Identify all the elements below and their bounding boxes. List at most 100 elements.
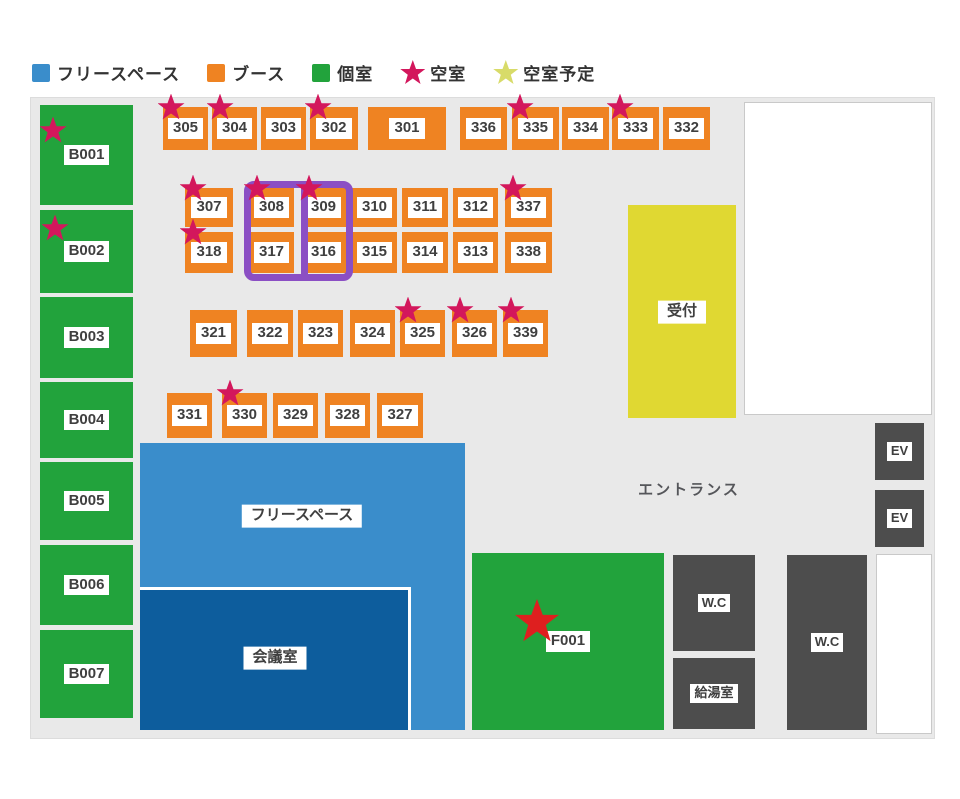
- room-label-305: 305: [167, 118, 204, 139]
- legend-label: 空室: [430, 65, 467, 84]
- room-315: 315: [352, 232, 397, 273]
- facility-label-ev-2: EV: [886, 509, 913, 528]
- room-label-B004: B004: [63, 409, 110, 431]
- legend-item-1: ブース: [207, 60, 285, 85]
- room-label-307: 307: [191, 197, 227, 218]
- room-label-335: 335: [517, 118, 554, 139]
- room-label-314: 314: [407, 242, 443, 263]
- room-307: 307: [185, 188, 233, 227]
- room-label-329: 329: [277, 405, 314, 426]
- room-label-315: 315: [356, 242, 393, 263]
- room-339: 339: [503, 310, 548, 357]
- room-label-B001: B001: [63, 144, 110, 166]
- room-label-322: 322: [252, 323, 288, 344]
- room-305: 305: [163, 107, 208, 150]
- room-label-312: 312: [457, 197, 494, 218]
- room-B007: B007: [40, 630, 133, 718]
- area-label-reception: 受付: [657, 300, 707, 324]
- room-304: 304: [212, 107, 257, 150]
- facility-label-wc-1: W.C: [697, 593, 731, 613]
- room-331: 331: [167, 393, 212, 438]
- facility-label-ev-1: EV: [886, 442, 913, 461]
- room-312: 312: [453, 188, 498, 227]
- color-swatch-icon: [312, 63, 331, 82]
- legend-label: 個室: [337, 65, 374, 84]
- floor-notch-0: [744, 102, 932, 415]
- room-337: 337: [505, 188, 552, 227]
- room-324: 324: [350, 310, 395, 357]
- legend-item-2: 個室: [312, 60, 373, 85]
- highlight-divider: [301, 188, 308, 274]
- room-label-321: 321: [195, 323, 232, 344]
- room-322: 322: [247, 310, 293, 357]
- room-label-327: 327: [382, 405, 418, 426]
- room-label-311: 311: [407, 197, 443, 218]
- room-label-B007: B007: [63, 663, 110, 685]
- room-321: 321: [190, 310, 237, 357]
- room-302: 302: [310, 107, 358, 150]
- legend-label: フリースペース: [57, 65, 181, 84]
- room-label-302: 302: [316, 118, 352, 139]
- room-label-325: 325: [404, 323, 441, 344]
- room-B006: B006: [40, 545, 133, 625]
- room-316: 316: [301, 232, 346, 273]
- room-335: 335: [512, 107, 559, 150]
- room-B004: B004: [40, 382, 133, 458]
- room-label-330: 330: [226, 405, 263, 426]
- room-label-328: 328: [329, 405, 366, 426]
- room-label-318: 318: [191, 242, 227, 263]
- facility-wc-2: W.C: [787, 555, 867, 730]
- room-label-303: 303: [265, 118, 302, 139]
- legend-item-3: 空室: [400, 60, 466, 85]
- legend-item-4: 空室予定: [493, 60, 595, 85]
- room-318: 318: [185, 232, 233, 273]
- facility-ev-1: EV: [875, 423, 924, 480]
- room-328: 328: [325, 393, 370, 438]
- room-label-332: 332: [668, 118, 705, 139]
- room-330: 330: [222, 393, 267, 438]
- facility-ev-2: EV: [875, 490, 924, 547]
- star-icon: [493, 60, 519, 84]
- room-326: 326: [452, 310, 497, 357]
- room-313: 313: [453, 232, 498, 273]
- room-label-317: 317: [253, 242, 290, 263]
- color-swatch-icon: [32, 63, 50, 82]
- room-label-313: 313: [457, 242, 494, 263]
- room-311: 311: [402, 188, 448, 227]
- room-label-B006: B006: [63, 574, 110, 596]
- room-317: 317: [249, 232, 294, 273]
- room-label-B003: B003: [63, 327, 110, 348]
- room-327: 327: [377, 393, 423, 438]
- star-icon: [400, 60, 426, 84]
- room-label-326: 326: [456, 323, 493, 344]
- room-F001: F001: [472, 553, 664, 730]
- room-label-308: 308: [253, 197, 290, 218]
- room-label-301: 301: [389, 118, 425, 139]
- room-label-B002: B002: [63, 241, 110, 262]
- floor-notch-1: [876, 554, 932, 734]
- room-333: 333: [612, 107, 659, 150]
- room-label-B005: B005: [63, 490, 110, 512]
- room-309: 309: [301, 188, 346, 227]
- facility-kitchen: 給湯室: [673, 658, 755, 729]
- legend-label: 空室予定: [523, 65, 596, 84]
- facility-label-kitchen: 給湯室: [690, 684, 738, 703]
- legend-item-0: フリースペース: [32, 60, 180, 85]
- area-label-meeting: 会議室: [243, 646, 307, 670]
- legend-label: ブース: [232, 65, 286, 84]
- room-label-337: 337: [510, 197, 547, 218]
- room-334: 334: [562, 107, 609, 150]
- room-303: 303: [261, 107, 306, 150]
- room-label-339: 339: [507, 323, 544, 344]
- room-label-310: 310: [356, 197, 393, 218]
- room-label-F001: F001: [545, 631, 591, 652]
- room-B003: B003: [40, 297, 133, 378]
- room-325: 325: [400, 310, 445, 357]
- color-swatch-icon: [207, 63, 226, 82]
- room-329: 329: [273, 393, 318, 438]
- room-label-323: 323: [302, 323, 339, 344]
- room-label-331: 331: [171, 405, 208, 426]
- room-B005: B005: [40, 462, 133, 540]
- room-label-334: 334: [567, 118, 604, 139]
